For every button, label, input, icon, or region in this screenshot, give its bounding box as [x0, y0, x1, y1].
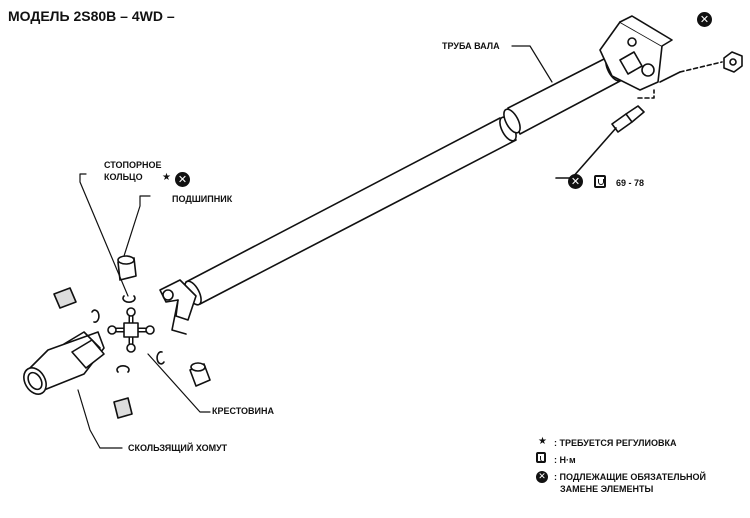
spider-cross [107, 307, 155, 353]
legend-replace-line2: ЗАМЕНЕ ЭЛЕМЕНТЫ [560, 484, 654, 494]
shaft-tube-upper [503, 56, 623, 135]
snap-ring-label-line1: СТОПОРНОЕ [104, 160, 162, 170]
spider-label: КРЕСТОВИНА [212, 406, 275, 416]
star-icon: ★ [162, 172, 171, 183]
torque-wrench-icon [594, 175, 606, 188]
x-circle-icon: ✕ [175, 172, 190, 187]
leader-lines [77, 45, 553, 449]
page-title: МОДЕЛЬ 2S80B – 4WD – [8, 8, 175, 24]
shaft-tube-lower [184, 116, 517, 306]
legend-replace-line1: : ПОДЛЕЖАЩИЕ ОБЯЗАТЕЛЬНОЙ [554, 472, 707, 482]
star-icon: ★ [538, 436, 547, 447]
legend-torque-text: : Н·м [554, 455, 576, 465]
flange-nut [659, 51, 743, 83]
snap-rings [91, 295, 165, 373]
snap-ring-label-line2: КОЛЬЦО [104, 172, 143, 182]
slip-yoke [23, 331, 105, 395]
bearing-label: ПОДШИПНИК [172, 194, 233, 204]
x-circle-icon: ✕ [536, 471, 548, 483]
rear-flange-yoke [599, 15, 673, 91]
torque-value: 69 - 78 [616, 178, 645, 188]
legend-star-text: : ТРЕБУЕТСЯ РЕГУЛИОВКА [554, 438, 677, 448]
slip-yoke-label: СКОЛЬЗЯЩИЙ ХОМУТ [128, 443, 228, 453]
torque-wrench-icon [536, 452, 546, 463]
x-circle-icon: ✕ [697, 12, 712, 27]
shaft-tube-label: ТРУБА ВАЛА [442, 41, 500, 51]
front-yoke [159, 279, 197, 335]
x-circle-icon: ✕ [568, 174, 583, 189]
